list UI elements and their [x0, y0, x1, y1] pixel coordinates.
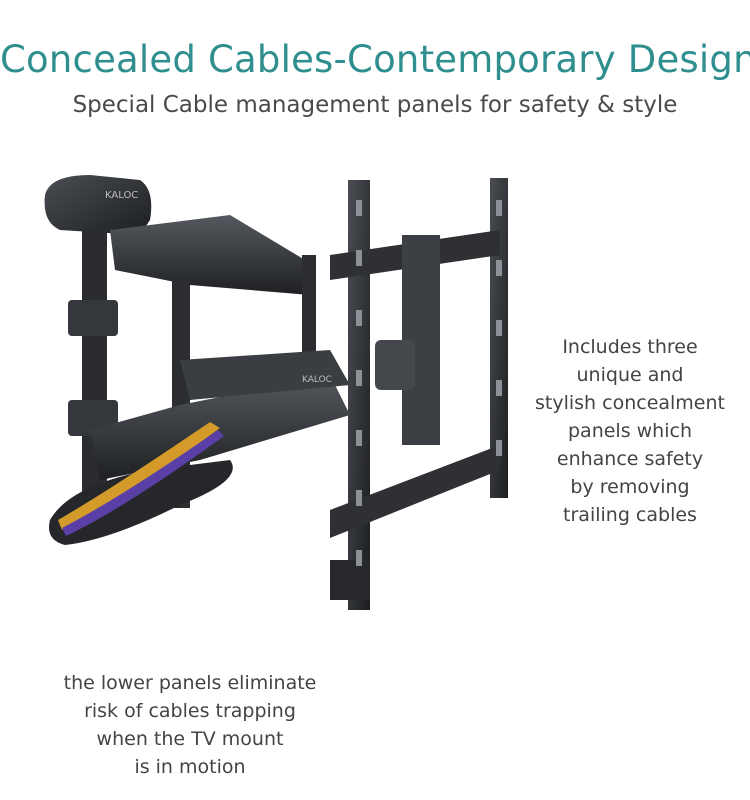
brand-mark-arm: KALOC [302, 375, 332, 385]
lower-arm: KALOC [90, 350, 350, 480]
lower-panels-callout: the lower panels eliminate risk of cable… [63, 672, 317, 778]
lower-cable-panel [49, 422, 233, 545]
brand-mark-top: KALOC [105, 190, 138, 201]
tv-wall-mount-illustration: KALOC KALOC [44, 175, 508, 610]
concealment-panels-callout: Includes three unique and stylish concea… [535, 336, 725, 526]
tv-plate [330, 178, 508, 610]
page-title: Concealed Cables-Contemporary Design [0, 38, 750, 81]
page-subtitle: Special Cable management panels for safe… [72, 92, 678, 118]
